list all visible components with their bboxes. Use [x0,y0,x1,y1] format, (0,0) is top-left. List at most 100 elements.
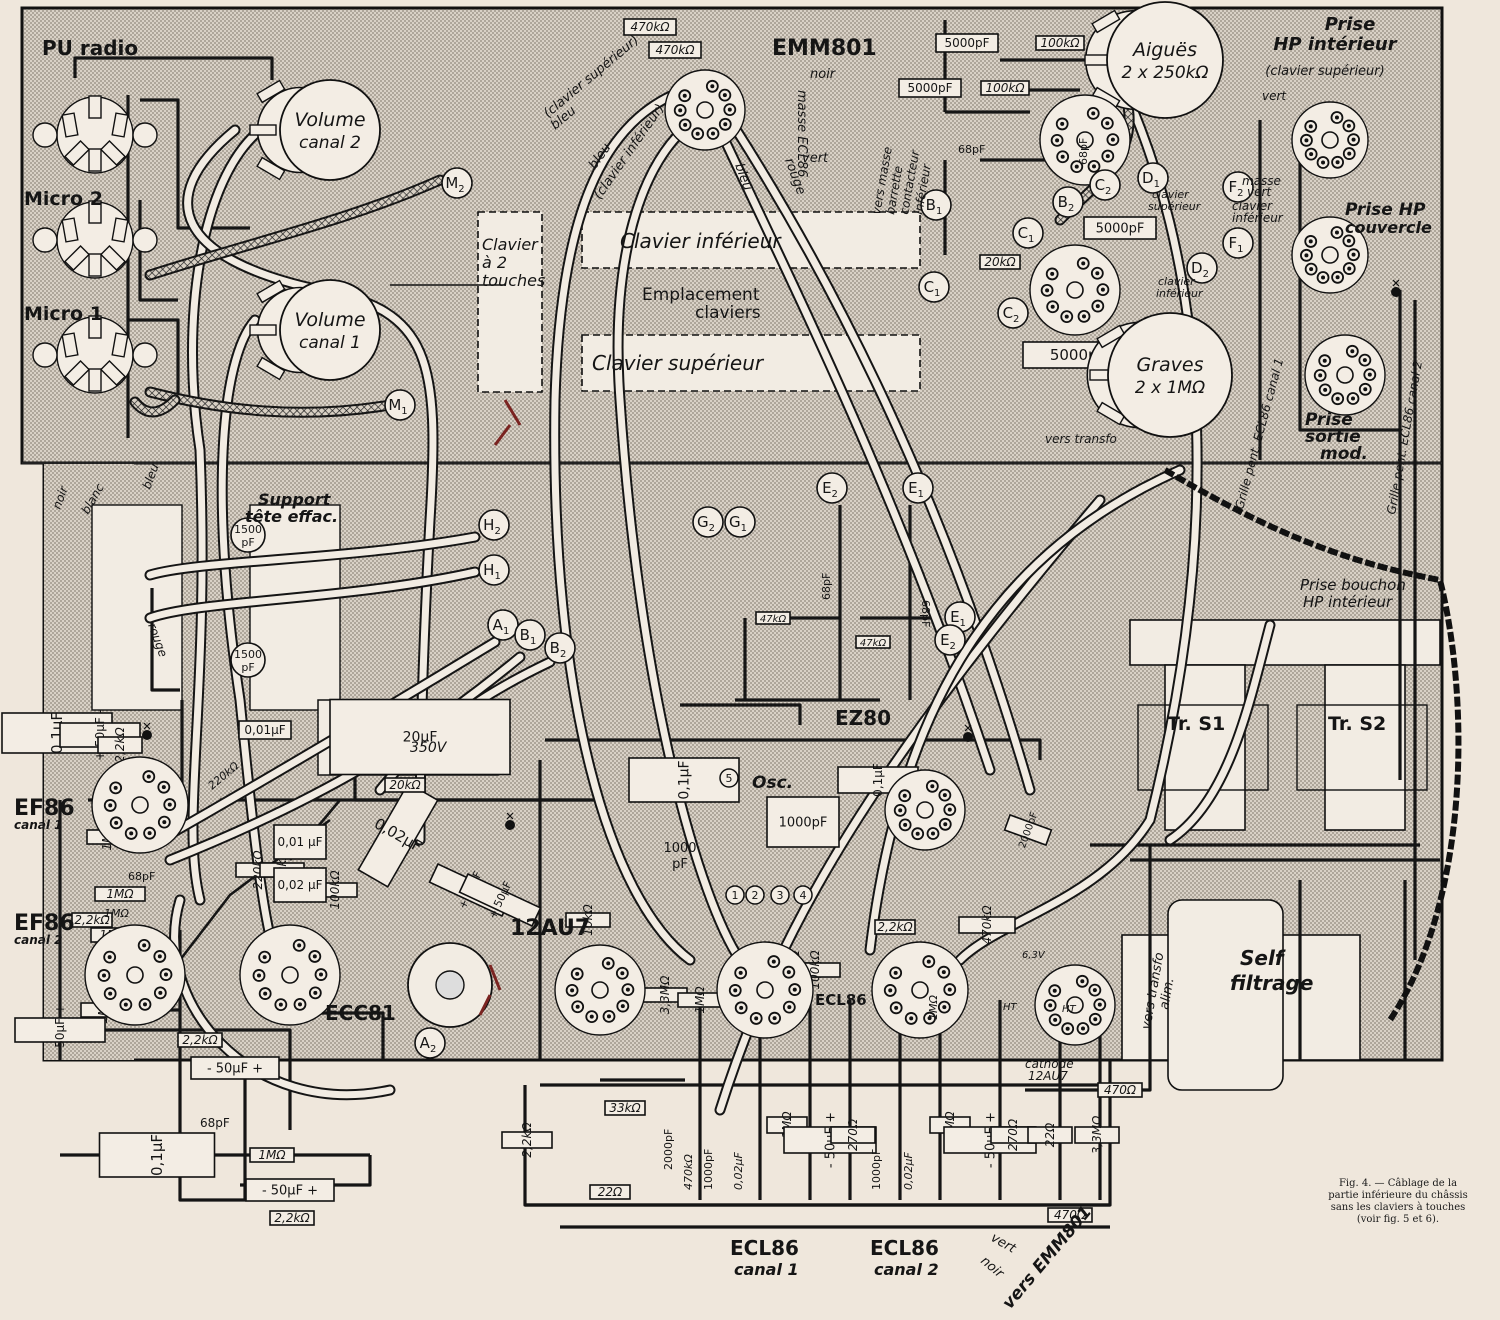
hp-interior-socket [1291,101,1369,179]
component-value: 0,01µF [244,723,285,737]
wiring-layer [50,20,1440,1229]
component-value: 100kΩ [1040,36,1080,50]
wire-vert-label: vert [988,1230,1019,1257]
12au7-socket [554,944,646,1036]
tube-sublabel-ef86_1: canal 1 [14,818,63,832]
connection-point-e1: E1 [902,472,934,504]
pot-value: 2 x 250kΩ [1122,63,1209,83]
wire [680,703,802,725]
caption-line-4: (voir fig. 5 et 6). [1356,1214,1440,1225]
component-value: 47kΩ [760,614,787,625]
pot-label: Volume [294,109,365,131]
transformer-s2-label: Tr. S2 [1328,713,1386,735]
tube-label-ef86_1: EF86 [14,796,75,821]
shield-mark [493,424,512,446]
resistor-22k-left: 2,2kΩ [97,727,143,763]
tete-effac-label: tête effac. [245,507,338,526]
transformer-s2 [1324,664,1406,831]
caption-line-1: Fig. 4. — Câblage de la [1338,1178,1458,1189]
component-value: 5000pF [944,36,989,50]
support-label: Support [258,490,332,509]
component-value: 0,02 µF [277,878,322,892]
connection-point-a2: A2 [414,1027,446,1059]
resistor-470k-outer: 470kΩ [623,18,677,36]
connection-point-e2: E2 [934,624,966,656]
cathode-label: cathode [1025,1057,1074,1071]
component-value: 0,01 µF [277,835,322,849]
component-value: 2,2kΩ [74,913,110,927]
capacitor-002uf-big: 0,02µF [357,782,439,888]
emm801-socket [664,69,746,151]
resistor-100k-aigues-1: 100kΩ [1035,35,1085,51]
label-68pf-e1: 68pF [820,573,833,600]
wire-label-noir: noir [810,67,837,82]
mod-out-label: Prise [1305,410,1353,430]
connection-point-d1: D1 [1137,162,1169,194]
claviers-label: claviers [695,303,761,323]
resistor-470k-inner: 470kΩ [648,41,702,59]
connection-point-c2: C2 [997,297,1029,329]
wire [545,738,1042,760]
component-value: 470kΩ [630,20,670,34]
cable [1166,621,1274,844]
alim-label: alim. [1157,977,1177,1011]
connection-point-b2: B2 [1052,186,1084,218]
emplacement-label: Emplacement [642,285,760,305]
resistor-33m-b: 3,3MΩ [1074,1115,1120,1154]
clavier-inferieur-label: clavier [1232,199,1273,213]
component-value: 0,1µF [871,763,885,797]
connection-point-b1: B1 [920,189,952,221]
tube-sockets-layer [32,69,1386,1046]
label-68pf-a: 68pF [128,870,155,883]
resistor-470-b: 470Ω [1047,1207,1093,1223]
tube-label-12au7: 12AU7 [510,916,590,941]
hp-cover-socket [1291,216,1369,294]
capacitor-5000pf-aigues-1: 5000pF [935,33,999,53]
label-1m-h: 1MΩ [927,995,940,1020]
capacitor-50uf-b: + 50µF [458,872,542,928]
hp-interior-title: Prise [1325,14,1376,35]
vert-label: vert [1247,185,1272,199]
tube-label-ecc81: ECC81 [325,1001,396,1025]
capacitor-value: 1500 [234,523,262,536]
label-6-3v: 6,3V [1022,950,1046,961]
ground-point-icon [505,812,515,830]
capacitor-unit: pF [241,661,254,674]
resistor-22: 22Ω [1027,1122,1073,1147]
caption-line-2: partie inférieure du châssis [1328,1190,1468,1201]
capacitor-50uf-d: - 50µF + [190,1056,280,1080]
wire [178,930,247,1202]
upper-keyboard-label: Clavier supérieur [592,351,765,375]
capacitor-01uf-b: 0,1µF [98,1132,216,1178]
component-value: 470kΩ [655,43,695,57]
resistor-270-a: 270Ω [830,1118,876,1151]
capacitor-unit: pF [241,536,254,549]
ef86-canal-2-socket [84,924,186,1026]
resistor-20k-bus: 20kΩ [384,777,426,793]
switch-pin-1: 1 [725,885,745,905]
component-value: 0,1µF [148,1134,166,1176]
label-ht-b: HT [1062,1004,1077,1015]
self-filter-core [1167,899,1284,1091]
cable [726,116,1034,794]
label-1000pf-c: 1000pF [702,1149,715,1190]
component-value: 20kΩ [984,255,1016,269]
resistor-1m-f: 1MΩ [249,1147,295,1163]
clavier-inf-label: inférieur [1156,287,1204,300]
component-value: 5000pF [1096,221,1145,236]
wire [525,1060,1112,1207]
vers-transfo-label: vers transfo [1045,432,1117,446]
component-value: - 50µF + [53,1004,67,1056]
clavier-sup-label: supérieur [1148,200,1202,213]
ecl86-canal-2-socket [871,941,969,1039]
resistor-10k: 10kΩ [565,903,611,936]
ground-point-icon [142,722,152,740]
capacitor-50uf-e: - 50µF + [245,1178,335,1202]
resistor-22k-f: 2,2kΩ [501,1122,553,1158]
vert-label: vert [1262,89,1287,103]
connection-point-c1: C1 [1012,217,1044,249]
wire [50,1028,292,1130]
